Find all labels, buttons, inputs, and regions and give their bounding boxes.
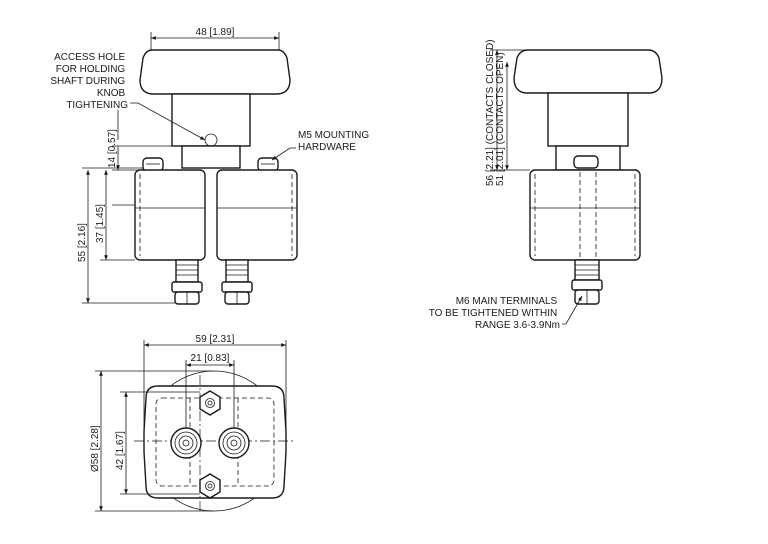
- note-terminals: M6 MAIN TERMINALS TO BE TIGHTENED WITHIN…: [429, 296, 560, 331]
- dim-flange-width: 59 [2.31]: [196, 334, 235, 345]
- front-body-right: [216, 169, 298, 261]
- mounting-screw-right: [257, 157, 279, 172]
- dim-closed-height: 56 [2.21] (CONTACTS CLOSED): [485, 39, 496, 186]
- top-terminal-left: [170, 427, 202, 459]
- top-terminal-right: [218, 427, 250, 459]
- top-view: 59 [2.31] 21 [0.83] Ø58 [2.28] 42 [1.67]: [90, 334, 296, 512]
- note-mounting: M5 MOUNTING HARDWARE: [298, 130, 372, 153]
- dim-knob-width: 48 [1.89]: [196, 27, 235, 38]
- side-screw: [573, 155, 599, 169]
- side-shaft: [547, 92, 629, 147]
- front-view: 48 [1.89] 14 [0.57] 37 [1.45] 55 [2.16] …: [50, 27, 372, 305]
- front-shaft: [171, 93, 251, 147]
- front-terminal-right: [221, 259, 253, 305]
- note-access-hole: ACCESS HOLE FOR HOLDING SHAFT DURING KNO…: [50, 52, 128, 111]
- front-body-left: [134, 169, 206, 261]
- side-knob: [513, 49, 663, 94]
- front-terminal-left: [171, 259, 203, 305]
- top-nut-upper: [199, 390, 221, 416]
- dim-flat-width: 42 [1.67]: [115, 431, 126, 470]
- top-flange: [143, 385, 287, 499]
- dim-body-height: 37 [1.45]: [95, 204, 106, 243]
- mounting-screw-left: [142, 157, 164, 172]
- top-nut-lower: [199, 473, 221, 499]
- dim-terminal-spacing: 21 [0.83]: [191, 353, 230, 364]
- side-terminal: [571, 259, 603, 305]
- front-knob: [139, 49, 291, 95]
- dim-access-height: 14 [0.57]: [107, 129, 118, 168]
- dim-total-height: 55 [2.16]: [77, 223, 88, 262]
- side-body: [529, 169, 641, 261]
- side-view: 56 [2.21] (CONTACTS CLOSED) 51 [2.01] (C…: [429, 39, 663, 331]
- dim-diameter: Ø58 [2.28]: [90, 425, 101, 472]
- dim-open-height: 51 [2.01] (CONTACTS OPEN): [495, 52, 506, 186]
